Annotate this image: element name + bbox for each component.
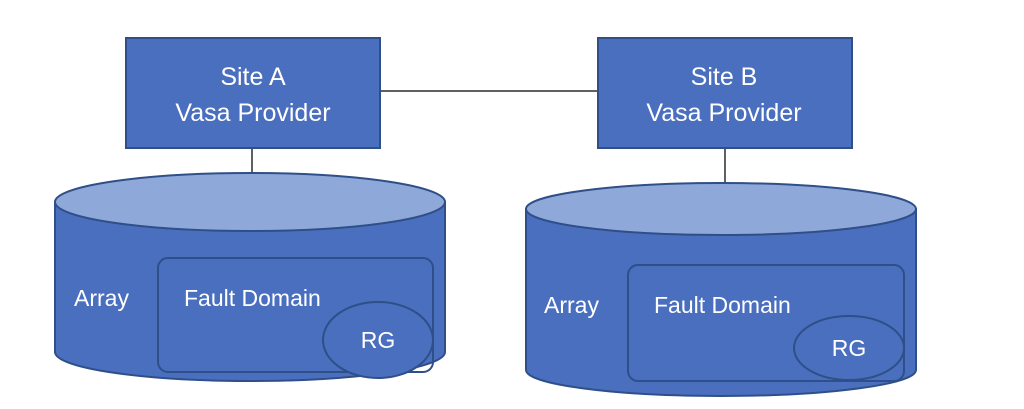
site-b-array-top (525, 182, 917, 236)
site-b-rg-label: RG (832, 335, 867, 361)
site-b-fault-domain-label: Fault Domain (654, 292, 791, 318)
site-b-array-label: Array (544, 292, 599, 318)
site-a-box-rect (125, 37, 381, 149)
site-b-box-rect (597, 37, 853, 149)
site-a-vasa-provider-box: Site A Vasa Provider (125, 37, 381, 149)
site-a-title: Site A (220, 63, 286, 91)
site-b-array-cylinder: Array Fault Domain RG (525, 182, 917, 397)
site-a-array-label: Array (74, 285, 129, 311)
site-b-title: Site B (691, 63, 758, 91)
site-a-array-top (54, 172, 446, 232)
site-a-array-cylinder: Array Fault Domain RG (54, 172, 446, 382)
site-a-subtitle: Vasa Provider (175, 99, 330, 127)
site-a-fault-domain-box (157, 257, 434, 373)
site-b-rg-ellipse (793, 315, 905, 381)
site-a-rg-ellipse (322, 301, 434, 379)
site-a-fault-domain-label: Fault Domain (184, 285, 321, 311)
site-b-subtitle: Vasa Provider (646, 99, 801, 127)
site-a-rg-label: RG (361, 327, 396, 353)
site-b-fault-domain-box (627, 264, 905, 382)
site-b-vasa-provider-box: Site B Vasa Provider (597, 37, 853, 149)
